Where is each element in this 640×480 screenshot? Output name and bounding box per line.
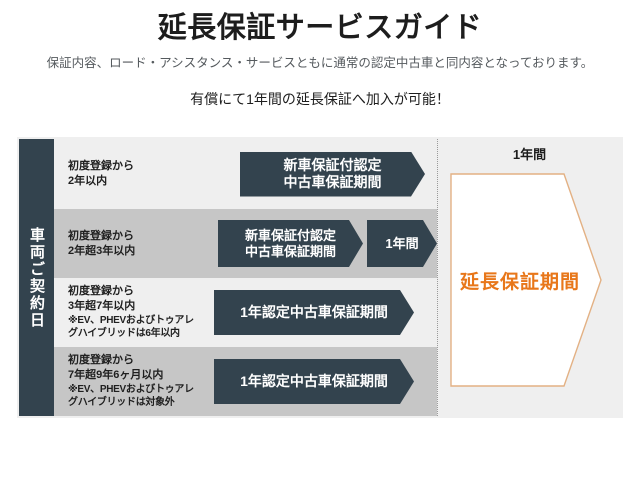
contract-divider-line xyxy=(437,139,438,416)
warranty-diagram: 車両ご契約日 初度登録から 2年以内 新車保証付認定 中古車保証期間 初度登録か xyxy=(17,137,623,418)
row-1-bars: 新車保証付認定 中古車保証期間 xyxy=(192,139,437,209)
row-3-label-line-3: ※EV、PHEVおよびトゥアレ xyxy=(68,314,194,326)
contract-date-axis-bar: 車両ご契約日 xyxy=(19,139,54,416)
extension-period-label: 延長保証期間 xyxy=(459,271,580,293)
row-1-label: 初度登録から 2年以内 xyxy=(54,159,192,189)
page-header: 延長保証サービスガイド 保証内容、ロード・アシスタンス・サービスともに通常の認定… xyxy=(0,0,640,109)
row-1-label-line-1: 初度登録から xyxy=(68,160,134,173)
bar-4a-line-1: 1年認定中古車保証期間 xyxy=(240,373,388,390)
contract-date-axis-label: 車両ご契約日 xyxy=(28,226,45,329)
table-row: 初度登録から 2年超3年以内 新車保証付認定 中古車保証期間 1年間 xyxy=(54,209,437,278)
extension-period-box: 延長保証期間 xyxy=(450,173,602,387)
one-year-span-arrow: 1年間 xyxy=(448,144,611,166)
table-row: 初度登録から 2年以内 新車保証付認定 中古車保証期間 xyxy=(54,139,437,209)
row-3-label: 初度登録から 3年超7年以内 ※EV、PHEVおよびトゥアレ グハイブリッドは6… xyxy=(54,284,194,341)
bar-one-year-certified-used-r3: 1年認定中古車保証期間 xyxy=(214,290,414,335)
extension-period-label-wrap: 延長保証期間 xyxy=(450,173,590,387)
row-4-label-line-1: 初度登録から xyxy=(68,354,134,367)
table-row: 初度登録から 7年超9年6ヶ月以内 ※EV、PHEVおよびトゥアレ グハイブリッ… xyxy=(54,347,437,416)
page-title: 延長保証サービスガイド xyxy=(157,12,483,44)
bar-2b-line-1: 1年間 xyxy=(385,235,419,251)
row-4-bars: 1年認定中古車保証期間 xyxy=(192,347,437,416)
row-2-label: 初度登録から 2年超3年以内 xyxy=(54,229,182,259)
row-3-label-line-4: グハイブリッドは6年以内 xyxy=(68,328,180,340)
row-3-bars: 1年認定中古車保証期間 xyxy=(192,278,437,347)
row-4-label: 初度登録から 7年超9年6ヶ月以内 ※EV、PHEVおよびトゥアレ グハイブリッ… xyxy=(54,353,194,410)
bar-2a-line-1: 新車保証付認定 xyxy=(244,227,336,243)
row-4-label-line-3: ※EV、PHEVおよびトゥアレ xyxy=(68,383,194,395)
span-arrow-label: 1年間 xyxy=(506,147,553,162)
page-subtitle: 保証内容、ロード・アシスタンス・サービスともに通常の認定中古車と同内容となってお… xyxy=(46,56,594,71)
bar-one-year-certified-used-r4: 1年認定中古車保証期間 xyxy=(214,359,414,404)
row-3-label-line-2: 3年超7年以内 xyxy=(68,300,136,312)
bar-1a-line-1: 新車保証付認定 xyxy=(283,157,382,174)
page-tagline: 有償にて1年間の延長保証へ加入が可能！ xyxy=(190,90,450,107)
row-2-label-line-2: 2年超3年以内 xyxy=(68,244,136,257)
bar-new-car-warranty-certified-used-r1: 新車保証付認定 中古車保証期間 xyxy=(240,152,425,197)
span-arrow-label-wrap: 1年間 xyxy=(448,144,611,166)
bar-one-year-r2: 1年間 xyxy=(367,220,437,267)
bar-2a-line-2: 中古車保証期間 xyxy=(244,243,336,259)
bar-new-car-warranty-certified-used-r2: 新車保証付認定 中古車保証期間 xyxy=(218,220,363,267)
row-4-label-line-2: 7年超9年6ヶ月以内 xyxy=(68,369,164,381)
warranty-rows: 初度登録から 2年以内 新車保証付認定 中古車保証期間 初度登録から 2年超3年… xyxy=(54,139,437,416)
row-2-bars: 新車保証付認定 中古車保証期間 1年間 xyxy=(182,209,437,278)
bar-3a-line-1: 1年認定中古車保証期間 xyxy=(240,304,388,321)
table-row: 初度登録から 3年超7年以内 ※EV、PHEVおよびトゥアレ グハイブリッドは6… xyxy=(54,278,437,347)
orange-chevron-shape xyxy=(450,173,602,387)
row-3-label-line-1: 初度登録から xyxy=(68,285,134,298)
row-2-label-line-1: 初度登録から xyxy=(68,229,134,242)
row-1-label-line-2: 2年以内 xyxy=(68,175,108,187)
extension-panel: 1年間 延長保証期間 xyxy=(438,139,621,416)
bar-1a-line-2: 中古車保証期間 xyxy=(283,174,382,190)
row-4-label-line-4: グハイブリッドは対象外 xyxy=(68,397,175,409)
